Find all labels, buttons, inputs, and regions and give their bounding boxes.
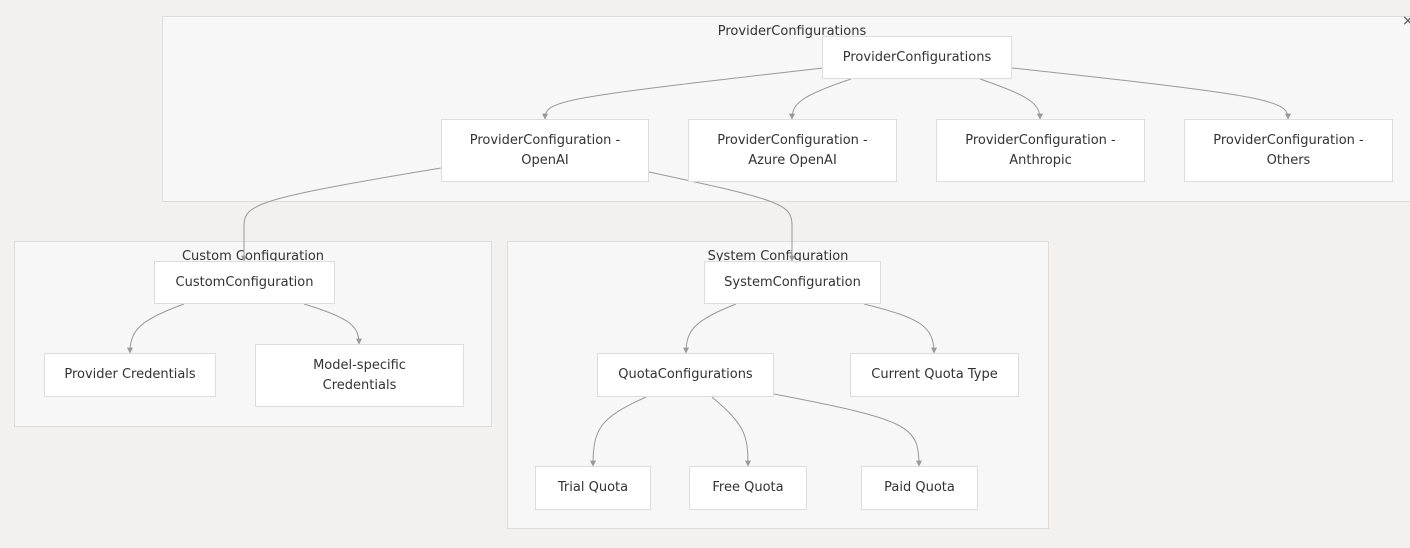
node-current-quota-type[interactable]: Current Quota Type [850,353,1019,397]
node-trial-quota[interactable]: Trial Quota [535,466,651,510]
node-provider-anthropic[interactable]: ProviderConfiguration - Anthropic [936,119,1145,182]
node-provider-openai[interactable]: ProviderConfiguration - OpenAI [441,119,649,182]
node-provider-azure-openai[interactable]: ProviderConfiguration - Azure OpenAI [688,119,897,182]
node-provider-others[interactable]: ProviderConfiguration - Others [1184,119,1393,182]
node-paid-quota[interactable]: Paid Quota [861,466,978,510]
cluster-title: ProviderConfigurations [717,24,867,39]
node-quota-configurations[interactable]: QuotaConfigurations [597,353,774,397]
node-provider-configurations[interactable]: ProviderConfigurations [822,36,1012,79]
node-free-quota[interactable]: Free Quota [689,466,807,510]
node-system-configuration[interactable]: SystemConfiguration [704,261,881,304]
node-model-specific-credentials[interactable]: Model-specific Credentials [255,344,464,407]
close-icon[interactable]: × [1402,13,1410,29]
node-provider-credentials[interactable]: Provider Credentials [44,353,216,397]
node-custom-configuration[interactable]: CustomConfiguration [154,261,335,304]
